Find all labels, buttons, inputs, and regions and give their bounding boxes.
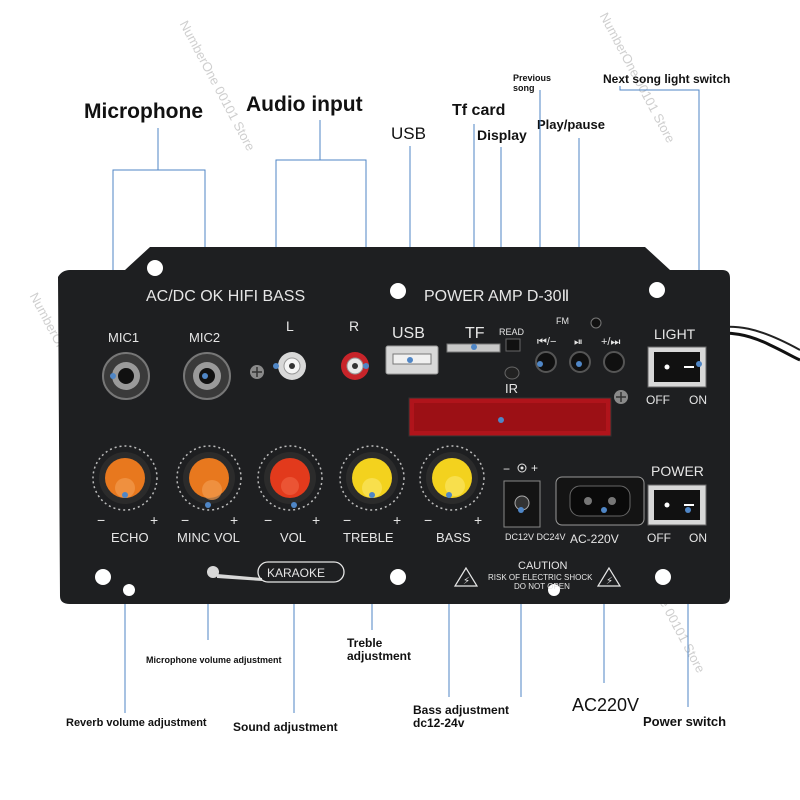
light-off-label: OFF (646, 393, 670, 407)
light-label: LIGHT (654, 326, 696, 342)
dc-polarity-icon: − + (503, 461, 538, 476)
panel-model: POWER AMP D-30Ⅱ (424, 288, 569, 305)
callout-play-pause: Play/pause (537, 117, 605, 132)
ir-label: IR (505, 381, 518, 396)
next-button[interactable] (603, 351, 625, 373)
caution-title: CAUTION (518, 560, 568, 572)
mount-hole (123, 584, 135, 596)
usb-label: USB (392, 325, 425, 342)
mount-hole (655, 569, 671, 585)
svg-text:+: + (474, 512, 482, 528)
bass-knob[interactable] (419, 445, 485, 511)
minc-vol-label: MINC VOL (177, 530, 240, 545)
power-off-label: OFF (647, 531, 671, 545)
callout-display: Display (477, 127, 527, 143)
karaoke-label: KARAOKE (267, 566, 325, 580)
svg-text:+: + (312, 512, 320, 528)
vol-label: VOL (280, 530, 306, 545)
callout-bass-adjustment: Bass adjustment dc12-24v (413, 703, 510, 730)
rca-left-jack[interactable] (278, 352, 306, 380)
callout-tf-card: Tf card (452, 102, 506, 119)
svg-text:−: − (181, 512, 189, 528)
screw-icon (614, 390, 628, 404)
callout-ac220v: AC220V (572, 695, 640, 715)
callout-sound-adjustment: Sound adjustment (233, 720, 338, 734)
svg-text:−: − (343, 512, 351, 528)
power-label: POWER (651, 463, 704, 479)
read-led (505, 338, 521, 352)
screw-icon (250, 365, 264, 379)
light-on-label: ON (689, 393, 707, 407)
mic1-label: MIC1 (108, 330, 139, 345)
mount-hole (548, 584, 560, 596)
svg-text:−: − (97, 512, 105, 528)
ir-sensor (504, 366, 520, 380)
bass-label: BASS (436, 530, 471, 545)
treble-knob[interactable] (339, 445, 405, 511)
svg-text:+: + (531, 461, 538, 475)
mount-hole (147, 260, 163, 276)
warning-icon: ⚡ (453, 566, 479, 587)
previous-button[interactable] (535, 351, 557, 373)
callout-usb: USB (391, 124, 426, 143)
svg-text:−: − (424, 512, 432, 528)
panel-title: AC/DC OK HIFI BASS (146, 288, 305, 305)
callout-power-switch: Power switch (643, 714, 727, 729)
right-label: R (349, 318, 359, 334)
svg-text:⚡: ⚡ (463, 576, 470, 587)
svg-text:+: + (230, 512, 238, 528)
svg-text:⚡: ⚡ (606, 576, 613, 587)
karaoke-mic-icon (207, 566, 262, 581)
caution-line1: RISK OF ELECTRIC SHOCK (488, 573, 593, 582)
fm-antenna-jack[interactable] (590, 317, 602, 329)
svg-text:+: + (150, 512, 158, 528)
treble-label: TREBLE (343, 530, 394, 545)
mic2-label: MIC2 (189, 330, 220, 345)
caution-line2: DO NOT OPEN (514, 582, 570, 591)
left-label: L (286, 318, 294, 334)
fm-label: FM (556, 316, 569, 326)
callout-microphone-volume: Microphone volume adjustment (146, 655, 282, 665)
echo-knob[interactable] (92, 445, 158, 511)
svg-text:−: − (503, 462, 510, 476)
karaoke-badge (257, 561, 345, 583)
tf-label: TF (465, 325, 485, 342)
mount-hole (390, 569, 406, 585)
callout-previous-song: Previous song (513, 73, 552, 93)
warning-icon: ⚡ (596, 566, 622, 587)
vol-knob[interactable] (257, 445, 323, 511)
callout-reverb-volume: Reverb volume adjustment (66, 717, 207, 729)
ac-label: AC-220V (570, 532, 619, 546)
next-label: +/⏭ (601, 336, 620, 348)
callout-microphone: Microphone (84, 100, 203, 123)
callout-treble-adjustment: Treble adjustment (347, 636, 412, 663)
minc-vol-knob[interactable] (176, 445, 242, 511)
power-on-label: ON (689, 531, 707, 545)
svg-text:+: + (393, 512, 401, 528)
read-label: READ (499, 327, 525, 337)
echo-label: ECHO (111, 530, 149, 545)
rca-right-jack[interactable] (341, 352, 369, 380)
play-label: ⏯ (574, 336, 583, 348)
mount-hole (390, 283, 406, 299)
svg-text:−: − (264, 512, 272, 528)
knob-scale-marks: − + − + − + − + − + (97, 512, 482, 528)
dc-label: DC12V DC24V (505, 532, 566, 542)
callout-next-song-light-switch: Next song light switch (603, 72, 731, 86)
mount-hole (649, 282, 665, 298)
prev-label: ⏮/− (537, 336, 556, 348)
callout-audio-input: Audio input (246, 93, 363, 116)
callout-dots (110, 344, 702, 513)
mount-hole (95, 569, 111, 585)
mic1-jack[interactable] (102, 352, 150, 400)
